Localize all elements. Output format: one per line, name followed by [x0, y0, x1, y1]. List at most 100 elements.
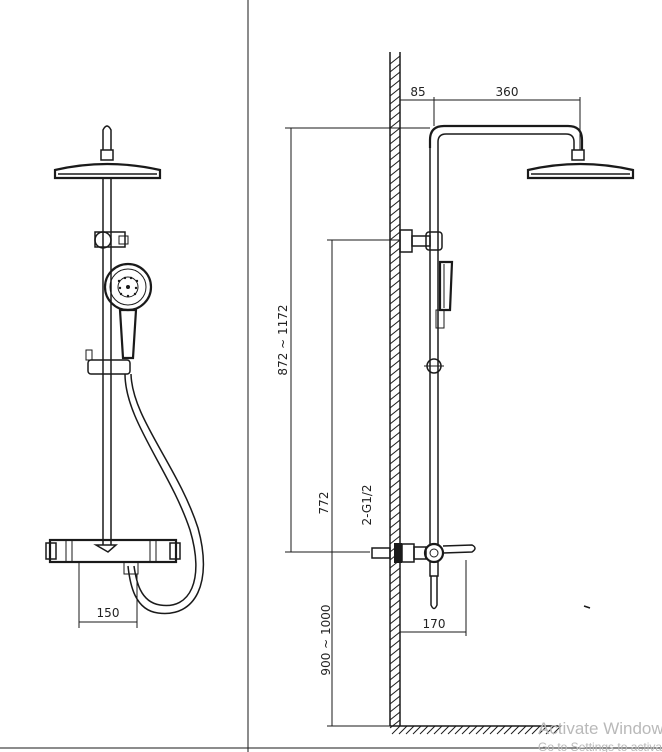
floor-hatch-line [482, 725, 492, 735]
floor-hatch-line [503, 725, 513, 735]
dim-label-872-1172: 872 ~ 1172 [276, 304, 290, 375]
dim-label-170: 170 [423, 617, 446, 631]
wall-hatch-line [389, 471, 401, 481]
wall-hatch-line [389, 263, 401, 273]
wall-hatch-line [389, 519, 401, 529]
wall-hatch-line [389, 615, 401, 625]
wall-hatch-line [389, 135, 401, 145]
wall-hatch-line [389, 631, 401, 641]
riser-side [429, 148, 439, 545]
wall-hatch-line [389, 303, 401, 313]
wall-hatch-line [389, 351, 401, 361]
floor-hatch-line [538, 725, 548, 735]
wall-hatch-line [389, 335, 401, 345]
shower-hose [124, 373, 197, 607]
wall-hatch-line [389, 447, 401, 457]
hand-shower [103, 262, 153, 360]
floor-hatch-line [391, 725, 401, 735]
floor-hatch-line [552, 725, 562, 735]
wall-hatch-line [389, 575, 401, 585]
rain-shower-head [53, 162, 162, 180]
wall-hatch-line [389, 295, 401, 305]
wall-hatch-line [389, 359, 401, 369]
wall-hatch-line [389, 399, 401, 409]
front-view: 150 [45, 125, 205, 628]
floor-hatch-line [489, 725, 499, 735]
floor-hatch-line [454, 725, 464, 735]
wall-hatch-line [389, 495, 401, 505]
wall-hatch-line [389, 567, 401, 577]
dim-label-900-1000: 900 ~ 1000 [319, 604, 333, 675]
wall-hatch-line [389, 647, 401, 657]
dim-label-772: 772 [317, 492, 331, 515]
wall-hatch-line [389, 199, 401, 209]
wall-hatch-line [389, 183, 401, 193]
wall-hatch-line [389, 695, 401, 705]
dim-height-range: 872 ~ 1172 [276, 127, 430, 553]
wall-hatch-line [389, 119, 401, 129]
wall-hatch-line [389, 375, 401, 385]
wall-hatch-line [389, 207, 401, 217]
wall-hatch-line [389, 71, 401, 81]
dim-label-150: 150 [97, 606, 120, 620]
wall-hatch-line [389, 671, 401, 681]
dim-top: 85 360 [399, 85, 581, 150]
floor-hatch-line [426, 725, 436, 735]
wall-hatch-line [389, 367, 401, 377]
diverter-knob [94, 231, 129, 249]
wall-hatch-line [389, 407, 401, 417]
wall-hatch-line [389, 711, 401, 721]
wall [389, 52, 401, 729]
wall-hatch-line [389, 479, 401, 489]
dim-label-360: 360 [496, 85, 519, 99]
wall-hatch-line [389, 607, 401, 617]
wall-hatch-line [389, 79, 401, 89]
dim-label-85: 85 [410, 85, 425, 99]
watermark-title: Activate Windows [538, 719, 662, 738]
floor-hatch-line [412, 725, 422, 735]
watermark-subtitle: Go to Settings to activate Windows. [538, 740, 662, 752]
floor-hatch-line [461, 725, 471, 735]
floor-hatch-line [405, 725, 415, 735]
floor-hatch-line [510, 725, 520, 735]
wall-hatch-line [389, 319, 401, 329]
floor-hatch-line [468, 725, 478, 735]
wall-hatch-line [389, 223, 401, 233]
wall-hatch-line [389, 255, 401, 265]
wall-hatch-line [389, 655, 401, 665]
wall-hatch-line [389, 95, 401, 105]
wall-hatch-line [389, 703, 401, 713]
wall-hatch-line [389, 463, 401, 473]
wall-hatch-line [389, 439, 401, 449]
slider-side [424, 358, 444, 374]
floor-hatch-line [447, 725, 457, 735]
floor-hatch-line [433, 725, 443, 735]
wall-hatch-line [389, 527, 401, 537]
wall-hatch-line [389, 87, 401, 97]
wall-hatch-line [389, 151, 401, 161]
wall-hatch-line [389, 271, 401, 281]
wall-hatch-line [389, 455, 401, 465]
wall-hatch-line [389, 127, 401, 137]
floor-hatch-line [524, 725, 534, 735]
floor [390, 725, 562, 735]
floor-hatch-line [440, 725, 450, 735]
wall-hatch-line [389, 63, 401, 73]
dim-front-width: 150 [78, 562, 138, 628]
wall-hatch-line [389, 327, 401, 337]
dim-projection: 170 [400, 560, 467, 636]
wall-hatch-line [389, 311, 401, 321]
wall-hatch-line [389, 663, 401, 673]
dim-floor-height: 900 ~ 1000 [319, 552, 392, 727]
wall-hatch-line [389, 111, 401, 121]
activate-windows-watermark: Activate Windows Go to Settings to activ… [538, 718, 662, 752]
wall-hatch-line [389, 639, 401, 649]
floor-hatch-line [545, 725, 555, 735]
wall-hatch-line [389, 591, 401, 601]
floor-hatch-line [496, 725, 506, 735]
wall-hatch-line [389, 535, 401, 545]
wall-hatch-line [389, 583, 401, 593]
wall-hatch-line [389, 431, 401, 441]
wall-hatch-line [389, 511, 401, 521]
